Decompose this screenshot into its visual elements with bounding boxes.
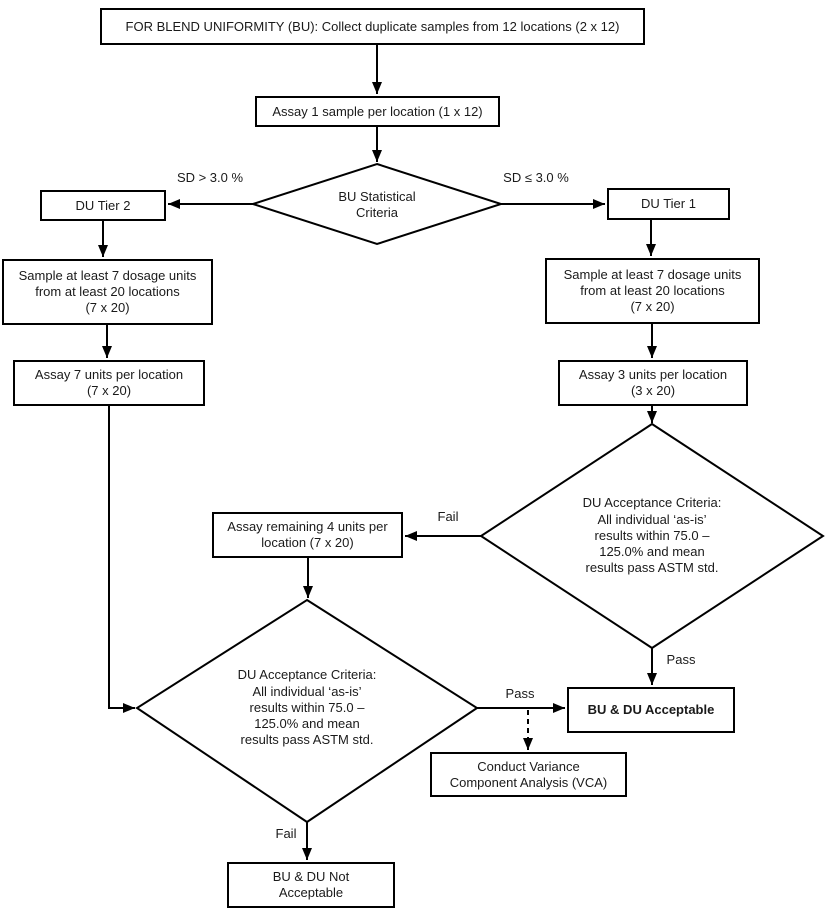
decision-du-acceptance-right-shape [479, 422, 825, 650]
node-sample-7-units-left: Sample at least 7 dosage units from at l… [2, 259, 213, 325]
decision-bu-statistical-criteria-shape [249, 162, 505, 246]
edge-label-sd-greater: SD > 3.0 % [176, 170, 244, 185]
node-conduct-vca: Conduct Variance Component Analysis (VCA… [430, 752, 627, 797]
decision-bu-statistical-criteria-label: BU Statistical Criteria [338, 188, 416, 220]
edge-label-fail-left: Fail [275, 826, 297, 841]
edge-label-fail-right: Fail [437, 509, 459, 524]
node-bu-du-not-acceptable: BU & DU Not Acceptable [227, 862, 395, 908]
edge-label-pass-right: Pass [666, 652, 696, 667]
edge-label-pass-left: Pass [505, 686, 535, 701]
node-sample-7-units-right: Sample at least 7 dosage units from at l… [545, 258, 760, 324]
decision-du-acceptance-right-label: DU Acceptance Criteria: All individual ‘… [582, 495, 722, 576]
node-assay-remaining-4-units: Assay remaining 4 units per location (7 … [212, 512, 403, 558]
node-assay-7-units: Assay 7 units per location (7 x 20) [13, 360, 205, 406]
edge-label-sd-less-equal: SD ≤ 3.0 % [503, 170, 569, 185]
node-bu-du-acceptable: BU & DU Acceptable [567, 687, 735, 733]
node-du-tier-1: DU Tier 1 [607, 188, 730, 220]
node-collect-samples: FOR BLEND UNIFORMITY (BU): Collect dupli… [100, 8, 645, 45]
decision-du-acceptance-left-shape [135, 598, 479, 824]
node-assay-1-sample: Assay 1 sample per location (1 x 12) [255, 96, 500, 127]
decision-du-acceptance-left-label: DU Acceptance Criteria: All individual ‘… [237, 667, 377, 748]
arrow-assay7-to-du-accept-left [108, 406, 135, 713]
node-assay-3-units: Assay 3 units per location (3 x 20) [558, 360, 748, 406]
node-du-tier-2: DU Tier 2 [40, 190, 166, 221]
